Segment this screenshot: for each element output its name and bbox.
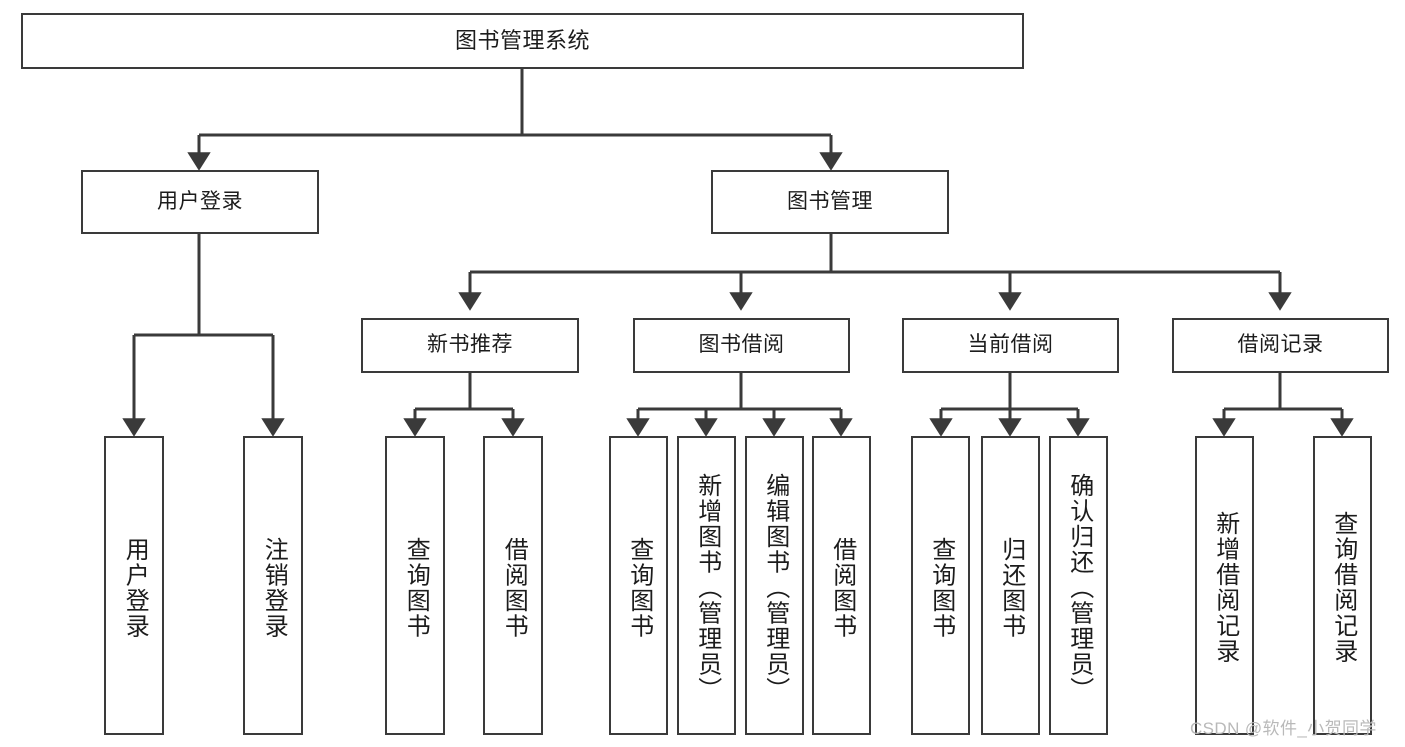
leaf-book-borrow-add-book-admin[interactable]: 新增图书（管理员）	[677, 436, 736, 735]
leaf-new-book-query-book[interactable]: 查询图书	[385, 436, 445, 735]
leaf-book-borrow-edit-book-admin[interactable]: 编辑图书（管理员）	[745, 436, 804, 735]
node-label: 图书借阅	[698, 333, 785, 357]
node-label: 编辑图书（管理员）	[761, 472, 789, 703]
node-label: 借阅图书	[828, 536, 856, 639]
node-label: 新增图书（管理员）	[693, 472, 721, 703]
node-label: 查询图书	[402, 536, 430, 639]
node-label: 新书推荐	[427, 333, 513, 357]
leaf-borrow-records-query-record[interactable]: 查询借阅记录	[1313, 436, 1372, 735]
leaf-borrow-records-add-record[interactable]: 新增借阅记录	[1195, 436, 1254, 735]
node-label: 当前借阅	[967, 333, 1054, 357]
watermark-csdn: CSDN @软件_小贺同学	[1190, 719, 1377, 738]
leaf-current-borrow-query-book[interactable]: 查询图书	[911, 436, 970, 735]
node-label: 用户登录	[121, 536, 149, 639]
node-root-book-management-system[interactable]: 图书管理系统	[21, 13, 1024, 69]
node-label: 借阅图书	[500, 536, 528, 639]
node-user-login[interactable]: 用户登录	[81, 170, 319, 234]
leaf-book-borrow-query-book[interactable]: 查询图书	[609, 436, 668, 735]
node-new-book-recommend[interactable]: 新书推荐	[361, 318, 579, 373]
node-borrow-records[interactable]: 借阅记录	[1172, 318, 1389, 373]
node-label: 图书管理	[787, 189, 873, 213]
node-label: 查询借阅记录	[1329, 511, 1357, 664]
node-current-borrow[interactable]: 当前借阅	[902, 318, 1119, 373]
node-label: 归还图书	[997, 536, 1025, 639]
node-label: 图书管理系统	[454, 28, 590, 54]
leaf-current-borrow-return-book[interactable]: 归还图书	[981, 436, 1040, 735]
node-label: 查询图书	[625, 536, 653, 639]
node-book-borrow[interactable]: 图书借阅	[633, 318, 850, 373]
leaf-user-login-logout[interactable]: 注销登录	[243, 436, 303, 735]
leaf-current-borrow-confirm-return-admin[interactable]: 确认归还（管理员）	[1049, 436, 1108, 735]
leaf-user-login-do-login[interactable]: 用户登录	[104, 436, 164, 735]
node-label: 新增借阅记录	[1211, 511, 1239, 664]
node-book-management[interactable]: 图书管理	[711, 170, 949, 234]
node-label: 用户登录	[157, 189, 243, 213]
leaf-book-borrow-borrow-book[interactable]: 借阅图书	[812, 436, 871, 735]
node-label: 查询图书	[927, 536, 955, 639]
leaf-new-book-borrow-book[interactable]: 借阅图书	[483, 436, 543, 735]
node-label: 注销登录	[260, 536, 288, 639]
node-label: 借阅记录	[1237, 333, 1324, 357]
node-label: 确认归还（管理员）	[1065, 472, 1093, 703]
